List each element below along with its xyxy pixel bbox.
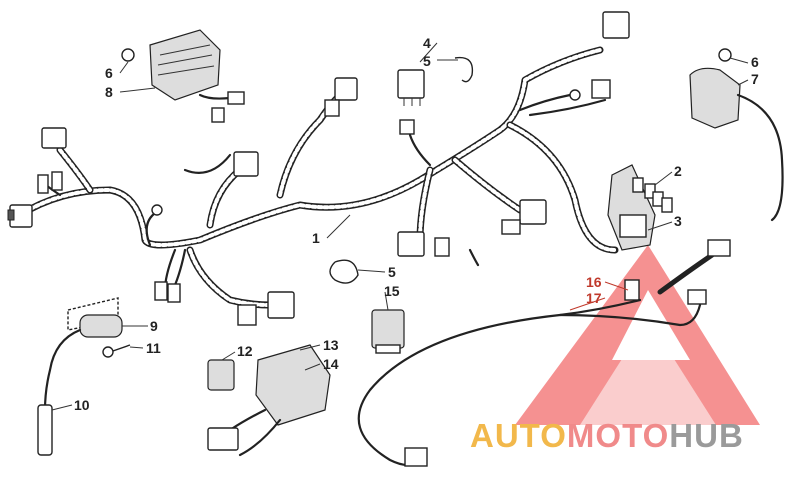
callout-3: 3 — [674, 213, 682, 229]
svg-text:AUTOMOTOHUB: AUTOMOTOHUB — [470, 417, 744, 454]
callout-6-left: 6 — [105, 65, 113, 81]
ignition-coil — [689, 48, 784, 222]
fuse-box — [607, 164, 656, 251]
callout-11: 11 — [146, 340, 161, 356]
callout-10: 10 — [74, 397, 90, 413]
callout-7: 7 — [751, 71, 759, 87]
watermark-triangle — [515, 245, 760, 425]
fuses — [632, 177, 673, 213]
callout-17: 17 — [586, 290, 602, 306]
watermark-auto: AUTO — [470, 417, 567, 454]
relay-15 — [371, 309, 405, 354]
harness-connectors — [7, 11, 630, 326]
leader-lines — [51, 42, 749, 411]
callout-1: 1 — [312, 230, 320, 246]
callout-5-top: 5 — [423, 53, 431, 69]
callout-2: 2 — [674, 163, 682, 179]
voltage-regulator — [121, 29, 245, 123]
callout-8: 8 — [105, 84, 113, 100]
clip-5-lower — [329, 259, 359, 284]
watermark-moto: MOTO — [567, 417, 669, 454]
callout-9: 9 — [150, 318, 158, 334]
watermark-hub: HUB — [669, 417, 744, 454]
callout-12: 12 — [237, 343, 253, 359]
callout-5-lower: 5 — [388, 264, 396, 280]
watermark-logo: AUTOMOTOHUB — [470, 417, 744, 454]
relay-4 — [397, 69, 425, 106]
callout-13: 13 — [323, 337, 339, 353]
callout-14: 14 — [323, 356, 339, 372]
cdi-unit — [207, 344, 331, 457]
main-wiring-harness — [16, 46, 619, 309]
clip-5-top — [454, 56, 474, 83]
battery-cables — [357, 239, 731, 467]
callout-4: 4 — [423, 35, 431, 51]
capacitor-assembly — [37, 297, 131, 456]
callout-6-right: 6 — [751, 54, 759, 70]
callout-16: 16 — [586, 274, 602, 290]
callout-15: 15 — [384, 283, 400, 299]
